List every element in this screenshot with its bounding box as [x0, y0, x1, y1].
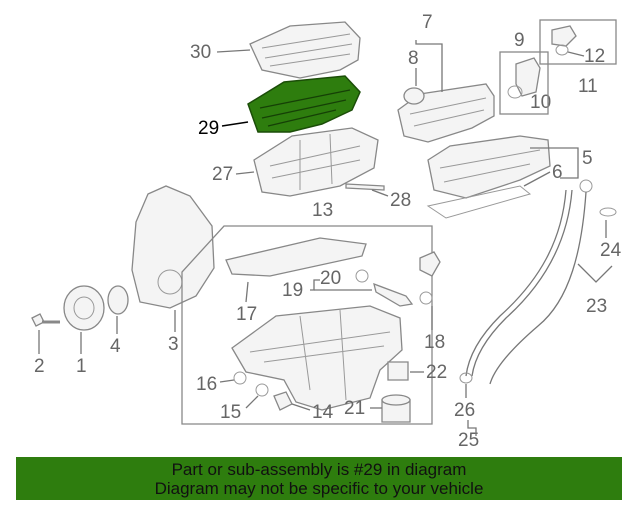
callout-30: 30 [190, 42, 211, 63]
callout-22: 22 [426, 362, 447, 383]
callout-1: 1 [76, 356, 87, 377]
part-25-dipstick-tube[interactable] [465, 189, 573, 377]
callout-28: 28 [390, 190, 411, 211]
part-24-o-ring[interactable] [599, 207, 617, 217]
callout-18: 18 [424, 332, 445, 353]
callout-29: 29 [198, 118, 219, 139]
part-20-o-ring[interactable] [355, 269, 369, 283]
callout-14: 14 [312, 402, 334, 423]
part-9-filler-tube[interactable] [515, 57, 541, 97]
callout-17: 17 [236, 304, 257, 325]
callout-10: 10 [530, 92, 551, 113]
callout-27: 27 [212, 164, 233, 185]
callout-21: 21 [344, 398, 365, 419]
callout-3: 3 [168, 334, 179, 355]
parts-diagram: 30 29 27 28 7 8 9 10 1 [31, 12, 622, 451]
callout-25: 25 [458, 430, 479, 451]
callout-16: 16 [196, 374, 217, 395]
part-4-seal[interactable] [107, 285, 129, 315]
part-26-seal[interactable] [459, 372, 473, 384]
part-17-baffle[interactable] [225, 237, 367, 277]
part-12-cap-seal[interactable] [555, 44, 569, 56]
part-5-valve-cover[interactable] [427, 135, 551, 199]
part-14-plug[interactable] [273, 391, 293, 411]
part-oil-pan[interactable] [231, 305, 403, 411]
part-6-gasket[interactable] [426, 185, 532, 219]
part-11-oil-cap[interactable] [551, 25, 577, 47]
callout-4: 4 [110, 336, 121, 357]
part-19-pickup-tube[interactable] [373, 282, 414, 307]
part-23-dipstick[interactable] [489, 179, 593, 385]
part-18-adapter[interactable] [419, 251, 441, 305]
callout-11: 11 [578, 76, 598, 97]
part-30-intake-cover[interactable] [249, 21, 361, 79]
callout-23: 23 [586, 296, 607, 317]
part-8-oil-cap[interactable] [403, 87, 425, 105]
callout-19: 19 [282, 280, 303, 301]
callout-13: 13 [312, 200, 333, 221]
part-1-balancer[interactable] [63, 285, 105, 331]
part-15-washer[interactable] [255, 383, 269, 397]
callout-8: 8 [408, 48, 419, 69]
callout-7: 7 [422, 12, 433, 33]
part-3-timing-cover[interactable] [131, 185, 215, 309]
part-27-intake-manifold[interactable] [253, 127, 379, 197]
part-2-bolt[interactable] [31, 313, 60, 327]
callout-5: 5 [582, 148, 593, 169]
part-16-o-ring[interactable] [233, 371, 247, 385]
part-29-intake-gasket[interactable] [247, 75, 361, 133]
callout-12: 12 [584, 46, 605, 67]
callout-2: 2 [34, 356, 45, 377]
part-10-o-ring[interactable] [507, 85, 523, 99]
part-21-oil-filter[interactable] [381, 394, 411, 423]
info-banner: Part or sub-assembly is #29 in diagram D… [16, 457, 622, 500]
part-22-connector[interactable] [387, 361, 409, 381]
callout-15: 15 [220, 402, 241, 423]
banner-line-2: Diagram may not be specific to your vehi… [154, 479, 484, 498]
callout-6: 6 [552, 162, 563, 183]
banner-line-1: Part or sub-assembly is #29 in diagram [171, 460, 467, 479]
callout-24: 24 [600, 240, 622, 261]
callout-9: 9 [514, 30, 525, 51]
part-28-seal[interactable] [345, 183, 385, 191]
callout-26: 26 [454, 400, 475, 421]
callout-20: 20 [320, 268, 341, 289]
